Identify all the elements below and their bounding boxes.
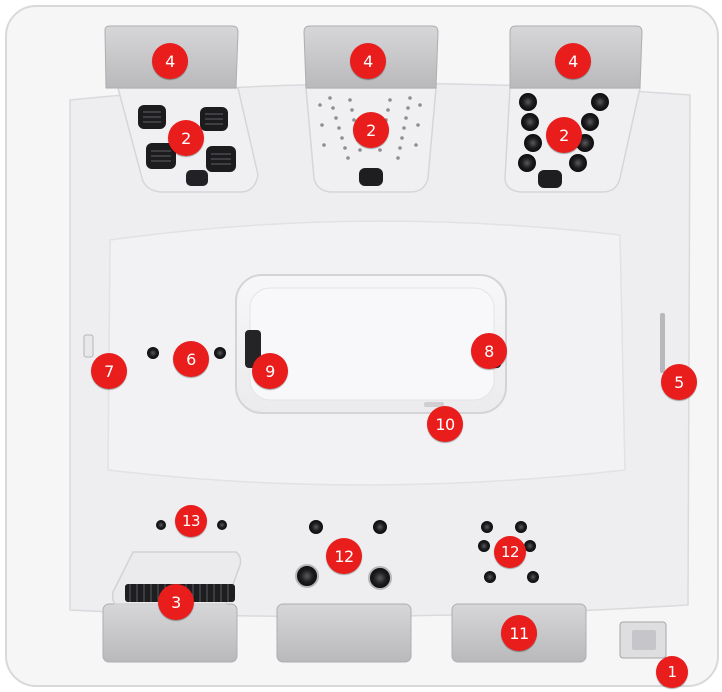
marker-5: 5 (661, 364, 697, 400)
marker-8: 8 (471, 333, 507, 369)
marker-2-center: 2 (353, 112, 389, 148)
marker-9: 9 (252, 353, 288, 389)
marker-3: 3 (158, 584, 194, 620)
grab-rail (660, 313, 665, 373)
marker-13: 13 (175, 505, 207, 537)
marker-1: 1 (656, 656, 688, 688)
marker-2-left: 2 (168, 120, 204, 156)
marker-12-right: 12 (494, 536, 526, 568)
marker-4-right: 4 (555, 43, 591, 79)
pillow-bottom-center (277, 604, 411, 662)
marker-12-center: 12 (326, 538, 362, 574)
side-control (84, 335, 93, 357)
marker-6: 6 (173, 341, 209, 377)
marker-7: 7 (91, 353, 127, 389)
marker-4-left: 4 (152, 43, 188, 79)
footwell-floor (250, 288, 494, 400)
marker-4-center: 4 (350, 43, 386, 79)
control-panel-screen (632, 630, 656, 650)
marker-2-right: 2 (546, 117, 582, 153)
marker-10: 10 (427, 406, 463, 442)
marker-11: 11 (501, 615, 537, 651)
